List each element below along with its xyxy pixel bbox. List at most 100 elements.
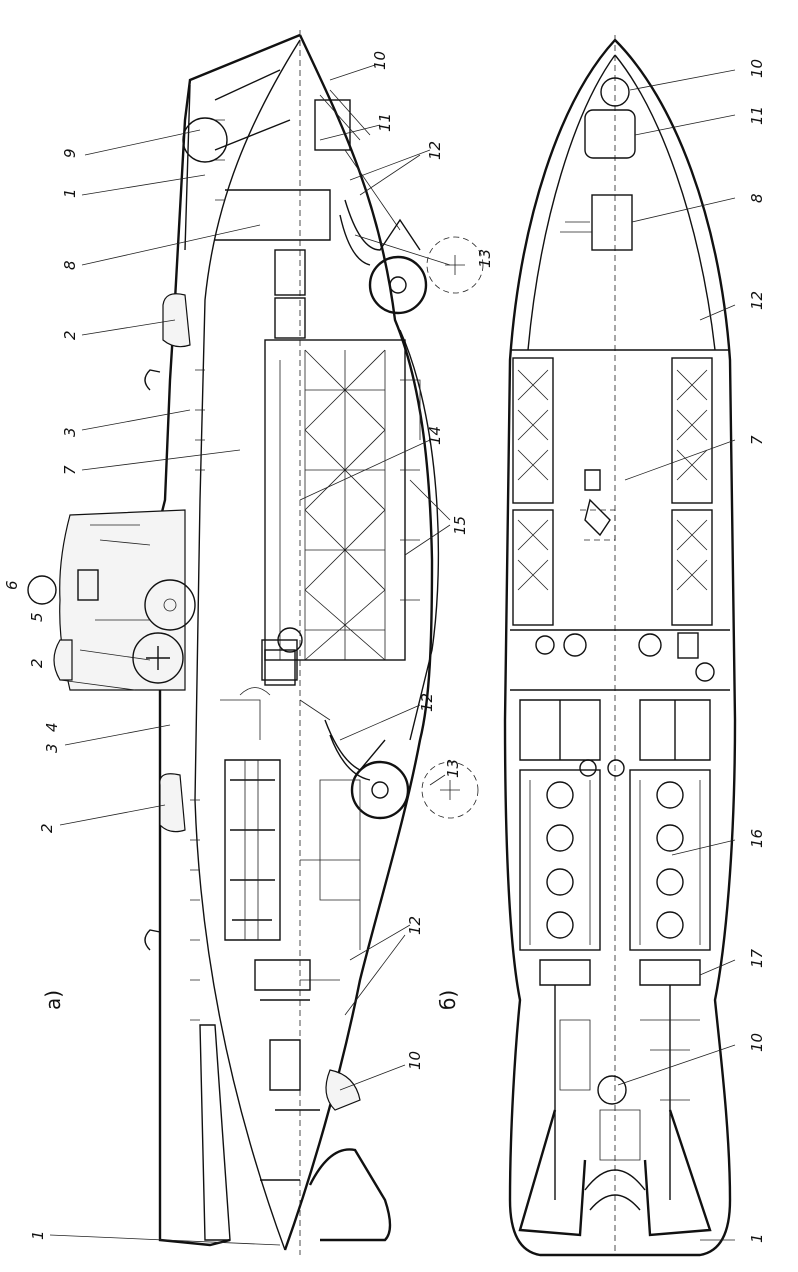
side-cargo-shelves [264,360,421,660]
side-leaders [49,64,451,1246]
side-inner-hull [194,39,301,1251]
view-label-b: б) [436,990,460,1010]
side-fan-lower-cross [146,646,170,670]
plan-callout-7: 7 [748,435,766,445]
callout-2-mid: 2 [28,658,46,668]
view-labels: а) б) [41,990,460,1010]
side-lattice [304,349,386,661]
side-duct-bow [339,199,421,266]
side-liftfan-stern [350,760,410,820]
callout-10-bot: 10 [406,1051,424,1070]
callout-12-bot: 12 [406,916,424,935]
side-fan-lower [132,632,184,684]
side-callout-labels: 9 1 8 2 3 7 6 5 2 4 3 2 1 10 11 12 13 14… [3,51,494,1240]
side-cargo-frame [264,339,406,661]
plan-fan-a [535,635,555,655]
plan-callout-10-bot: 10 [748,1033,766,1052]
plan-callout-12: 12 [748,291,766,310]
plan-rudder-right [643,1109,712,1237]
plan-fwd-detail [560,221,592,233]
plan-engine-cylinders [529,780,701,945]
side-propeller-stern [421,761,479,819]
side-bow-structure [184,69,331,251]
side-engine-block-a [264,649,296,686]
side-skirt [399,329,440,741]
callout-12-mid: 12 [418,693,436,712]
plan-stern-transom [584,1169,646,1211]
plan-inner-hull [527,54,716,351]
side-bow-ring [182,117,228,163]
plan-central-fitting [584,469,611,537]
side-propeller-bow-cross [445,255,465,275]
plan-fitting-dash [580,509,616,541]
plan-shaft-left [539,959,591,1200]
side-cabin-window [77,569,99,601]
plan-callout-8: 8 [748,193,766,203]
callout-7: 7 [61,465,79,475]
callout-15: 15 [451,516,469,535]
plan-engine-gauge-b [607,759,625,777]
side-intake-mid [53,639,73,681]
view-label-a: а) [41,990,65,1010]
side-rudder [308,1148,392,1242]
plan-callout-10-top: 10 [748,59,766,78]
side-battery-block-b [274,297,306,339]
callout-9: 9 [61,148,79,158]
side-deck-cleats [190,119,225,1021]
plan-cargo-panels [512,357,713,626]
callout-1-top: 1 [61,188,79,198]
callout-11: 11 [376,113,394,132]
side-bow-hatch [314,99,351,151]
side-cabin [59,509,186,691]
plan-callout-16: 16 [748,829,766,848]
plan-bow-ring [600,77,630,107]
callout-2-bot: 2 [38,823,56,833]
side-engine-details [220,687,361,981]
plan-stern-machinery [559,1019,700,1161]
plan-engine-bank-left [519,769,601,951]
side-propeller-stern-cross [440,780,460,800]
plan-engine-gauge-a [579,759,597,777]
plan-leaders [617,69,736,1241]
plan-shaft-right [639,959,701,1200]
callout-3-top: 3 [61,427,79,437]
side-bow-ladder [319,89,401,231]
callout-2-top: 2 [61,330,79,340]
plan-view [503,35,737,1257]
plan-fan-c [638,633,662,657]
side-stern-tube [199,1024,231,1241]
callout-8: 8 [61,260,79,270]
plan-engine-room-fittings [519,699,711,761]
side-liftfan-bow [368,255,428,315]
plan-callout-11: 11 [748,106,766,125]
side-liftfan-stern-hub [371,781,389,799]
plan-callout-17: 17 [748,948,766,968]
side-stern-structure [254,959,320,1181]
side-elevation-view [27,30,484,1255]
plan-engine-bank-right [629,769,711,951]
callout-12-top: 12 [426,141,444,160]
plan-stern-ring [597,1075,627,1105]
plan-fwd-hatch [591,194,633,251]
callout-3-mid: 3 [43,743,61,753]
plan-hull-outline [503,38,737,1257]
side-intake-bot [159,773,186,833]
callout-6: 6 [3,580,21,590]
side-fan-upper-hub [163,598,177,612]
plan-fan-d [695,662,715,682]
callout-10-top: 10 [371,51,389,70]
side-liftfan-bow-hub [389,276,407,294]
side-battery-block-c [261,639,298,681]
side-mast [144,369,161,951]
side-intake-top [162,293,191,348]
side-fan-upper [144,579,196,631]
side-duct-stern [324,719,386,781]
side-propeller-bow [426,236,484,294]
side-cabin-porthole [27,575,57,605]
side-engine-wheel [277,627,303,653]
side-battery-block-a [274,249,306,296]
side-cabin-detail [79,524,151,661]
callout-4: 4 [43,722,61,732]
plan-fan-b [563,633,587,657]
